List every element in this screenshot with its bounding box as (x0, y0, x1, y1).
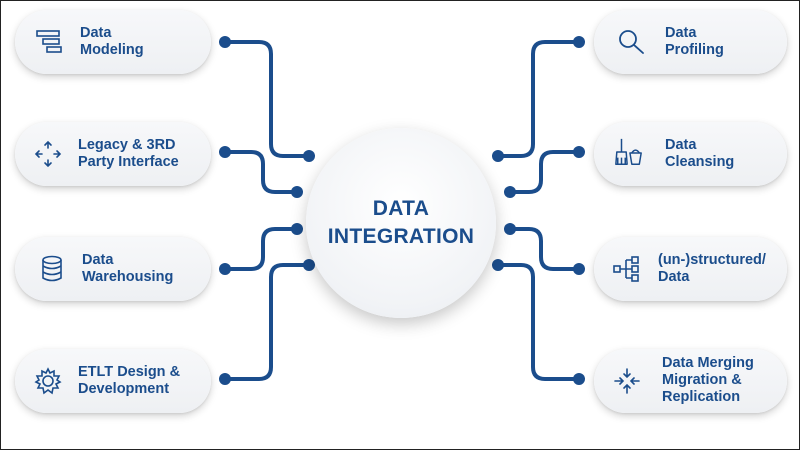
connector-dot (492, 259, 504, 271)
node-unstructured-data: (un-)structured/ Data (594, 237, 787, 301)
connector-dot (291, 223, 303, 235)
node-data-modeling: Data Modeling (15, 10, 211, 74)
node-legacy-interface: Legacy & 3RD Party Interface (15, 122, 211, 186)
connector-profiling (496, 40, 581, 158)
node-label: ETLT Design & Development (78, 364, 181, 397)
connector-dot (573, 263, 585, 275)
node-label: Data Merging Migration & Replication (662, 355, 754, 405)
connector-dot (219, 373, 231, 385)
connector-structured (508, 227, 581, 271)
arrows-expand-icon (33, 139, 63, 169)
connector-dot (573, 373, 585, 385)
connector-legacy (223, 150, 299, 194)
node-data-profiling: Data Profiling (594, 10, 787, 74)
node-etlt-design: ETLT Design & Development (15, 349, 211, 413)
database-icon (37, 254, 67, 284)
connector-cleansing (508, 150, 581, 194)
connector-dot (504, 223, 516, 235)
connector-dot (303, 259, 315, 271)
node-label: Data Warehousing (82, 252, 174, 285)
node-label: Data Cleansing (665, 137, 735, 170)
connector-etlt (223, 263, 311, 381)
node-data-merging: Data Merging Migration & Replication (594, 349, 787, 413)
gear-icon (33, 366, 63, 396)
connector-dot (573, 146, 585, 158)
connector-data-modeling (223, 40, 311, 158)
arrows-converge-icon (612, 366, 642, 396)
connector-merging (496, 263, 581, 381)
connector-dot (219, 146, 231, 158)
node-label: (un-)structured/ Data (658, 252, 766, 285)
connector-dot (219, 263, 231, 275)
center-title: DATA INTEGRATION (327, 197, 475, 248)
node-label: Legacy & 3RD Party Interface (78, 137, 179, 170)
magnifier-icon (616, 27, 646, 57)
connector-dot (291, 186, 303, 198)
connector-warehousing (223, 227, 299, 271)
node-data-cleansing: Data Cleansing (594, 122, 787, 186)
connector-dot (504, 186, 516, 198)
connector-dot (219, 36, 231, 48)
hierarchy-icon (612, 254, 642, 284)
connector-dot (573, 36, 585, 48)
node-label: Data Profiling (665, 25, 724, 58)
node-data-warehousing: Data Warehousing (15, 237, 211, 301)
connector-dot (303, 150, 315, 162)
center-node: DATA INTEGRATION (306, 128, 496, 318)
connector-dot (492, 150, 504, 162)
node-label: Data Modeling (80, 25, 144, 58)
data-modeling-icon (35, 27, 65, 57)
broom-bucket-icon (614, 137, 644, 167)
